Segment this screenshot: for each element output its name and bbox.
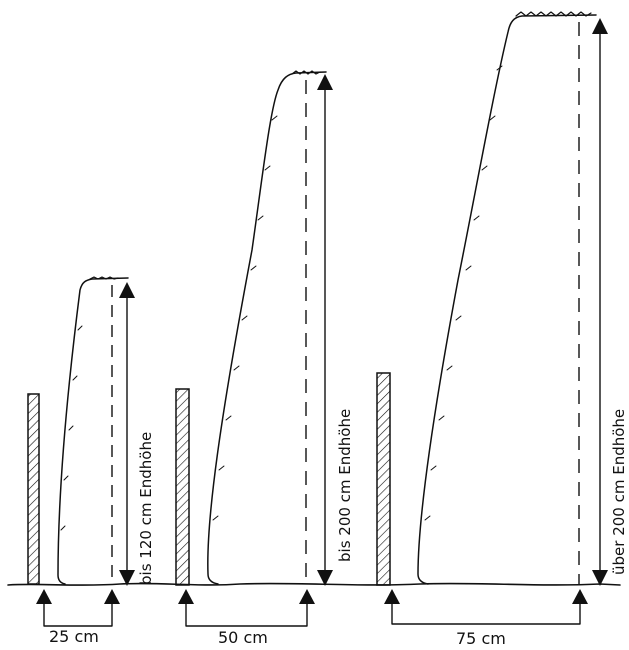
hedge-twigs bbox=[424, 65, 503, 521]
width-bracket bbox=[43, 603, 113, 627]
hedge-twigs bbox=[60, 325, 83, 531]
hedge-top-edge bbox=[515, 11, 592, 17]
height-label: bis 200 cm Endhöhe bbox=[336, 409, 354, 562]
hedge-outline bbox=[417, 14, 597, 585]
height-arrowhead-top bbox=[317, 74, 333, 90]
hedge-outline bbox=[57, 277, 129, 585]
width-arrowhead-right bbox=[299, 589, 315, 604]
height-arrowhead-bottom bbox=[317, 570, 333, 586]
height-arrowhead-bottom bbox=[592, 570, 608, 586]
width-label: 50 cm bbox=[218, 628, 268, 647]
width-bracket bbox=[185, 603, 308, 627]
hedge-group-medium: bis 200 cm Endhöhe 50 cm bbox=[175, 70, 354, 647]
hedge-group-small: bis 120 cm Endhöhe 25 cm bbox=[27, 276, 155, 646]
fence-post bbox=[376, 372, 391, 586]
hedge-group-large: über 200 cm Endhöhe 75 cm bbox=[376, 11, 628, 648]
width-arrowhead-right bbox=[572, 589, 588, 604]
fence-post bbox=[27, 393, 40, 585]
width-arrowhead-left bbox=[36, 589, 52, 604]
height-arrowhead-top bbox=[592, 18, 608, 34]
hedge-top-edge bbox=[89, 276, 119, 280]
height-arrowhead-bottom bbox=[119, 570, 135, 586]
width-label: 75 cm bbox=[456, 629, 506, 648]
ground-line bbox=[7, 582, 621, 586]
hedge-outline bbox=[207, 71, 327, 585]
width-arrowhead-left bbox=[384, 589, 400, 604]
height-label: bis 120 cm Endhöhe bbox=[137, 432, 155, 585]
height-label: über 200 cm Endhöhe bbox=[610, 409, 628, 575]
hedge-top-edge bbox=[291, 70, 321, 75]
hedge-twigs bbox=[212, 115, 278, 521]
fence-post bbox=[175, 388, 190, 586]
height-arrowhead-top bbox=[119, 282, 135, 298]
width-arrowhead-right bbox=[104, 589, 120, 604]
width-label: 25 cm bbox=[49, 627, 99, 646]
width-bracket bbox=[391, 603, 581, 625]
width-arrowhead-left bbox=[178, 589, 194, 604]
